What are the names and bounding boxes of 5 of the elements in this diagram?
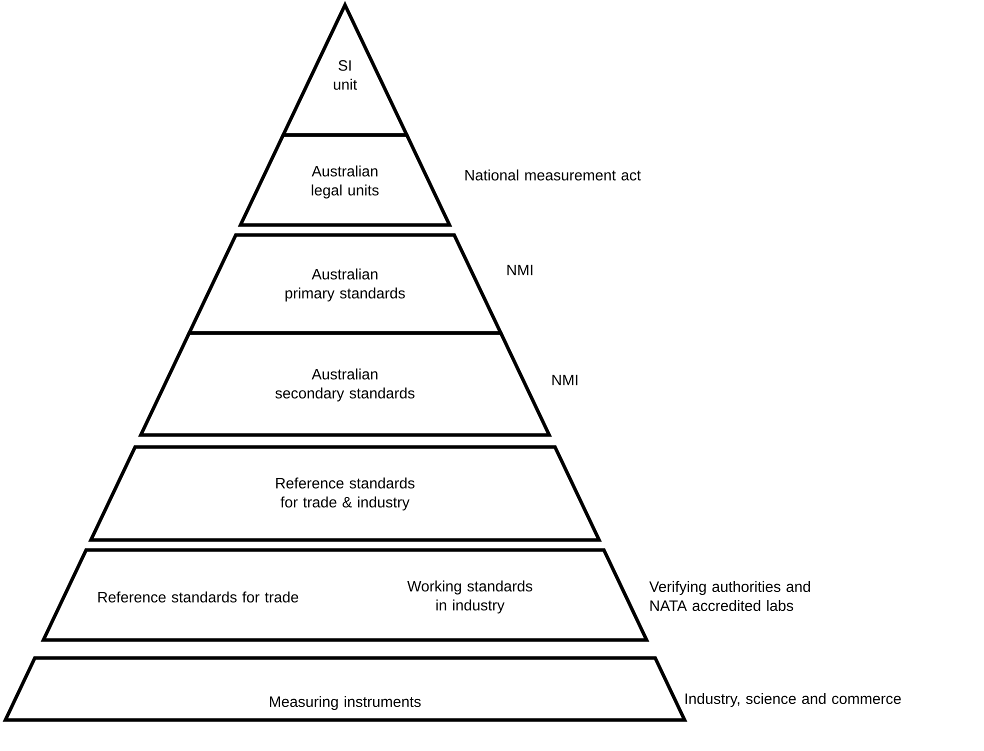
side-note: National measurement act bbox=[465, 170, 641, 180]
side-note: NMI bbox=[552, 374, 578, 386]
side-note: NMI bbox=[507, 264, 532, 276]
side-note: Verifying authorities and NATA accredited labs bbox=[649, 581, 810, 611]
side-note: Industry, science and commerce bbox=[686, 693, 901, 707]
